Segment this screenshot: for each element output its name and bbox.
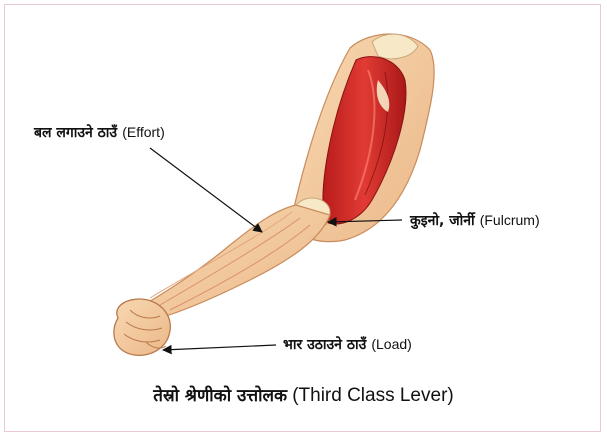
fulcrum-label: कुइनो, जोर्नी (Fulcrum) [410, 210, 540, 230]
load-arrow [163, 345, 276, 350]
forearm [135, 205, 330, 322]
effort-label-en: (Effort) [122, 124, 165, 140]
effort-arrow [150, 148, 262, 232]
caption-en: (Third Class Lever) [292, 385, 454, 406]
fist [114, 299, 170, 355]
effort-label-np: बल लगाउने ठाउँ [34, 125, 117, 141]
fulcrum-label-np: कुइनो, जोर्नी [410, 213, 475, 229]
effort-label: बल लगाउने ठाउँ (Effort) [34, 122, 165, 142]
load-label: भार उठाउने ठाउँ (Load) [283, 334, 412, 354]
load-label-np: भार उठाउने ठाउँ [283, 337, 366, 353]
figure-caption: तेस्रो श्रेणीको उत्तोलक (Third Class Lev… [0, 383, 607, 407]
caption-np: तेस्रो श्रेणीको उत्तोलक [153, 386, 287, 406]
load-label-en: (Load) [371, 336, 411, 352]
fulcrum-label-en: (Fulcrum) [480, 212, 540, 228]
